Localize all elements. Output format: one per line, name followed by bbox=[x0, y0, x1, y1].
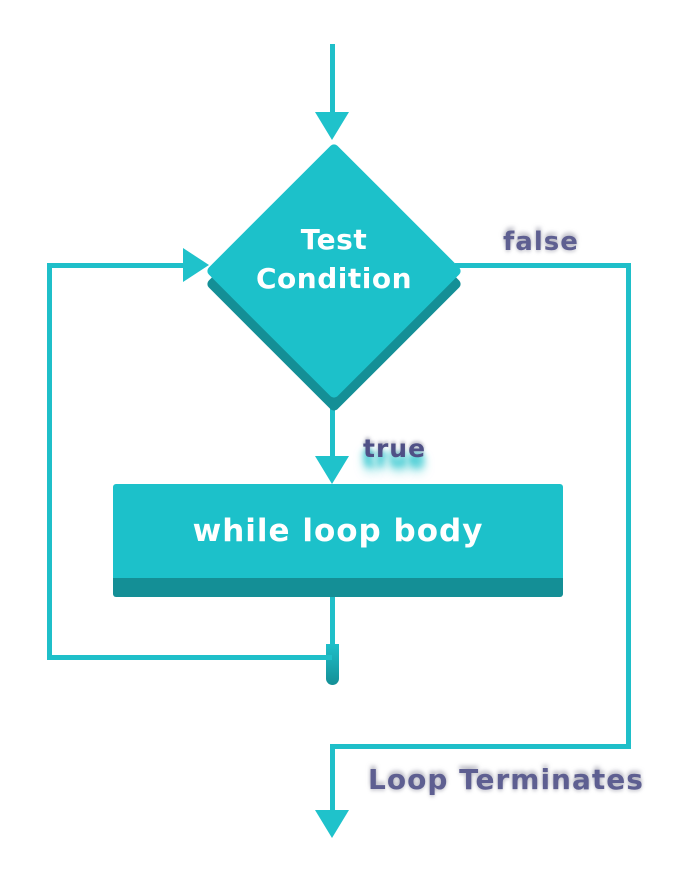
false-edge-horizontal bbox=[455, 263, 631, 268]
true-branch-label: true bbox=[363, 434, 427, 463]
true-arrow-down-icon bbox=[315, 456, 349, 484]
loopback-edge-top bbox=[47, 263, 195, 268]
terminate-edge-vertical bbox=[330, 744, 335, 812]
true-edge-line bbox=[330, 396, 335, 458]
body-exit-edge bbox=[330, 595, 335, 657]
entry-edge-line bbox=[330, 44, 335, 114]
process-rect: while loop body bbox=[113, 484, 563, 597]
terminate-arrow-down-icon bbox=[315, 810, 349, 838]
body-exit-stub bbox=[326, 644, 339, 685]
loop-terminates-label: Loop Terminates bbox=[368, 763, 644, 796]
entry-arrow-down-icon bbox=[315, 112, 349, 140]
false-edge-vertical bbox=[626, 263, 631, 749]
decision-label: Test Condition bbox=[255, 223, 412, 295]
loopback-edge-vertical bbox=[47, 263, 52, 660]
loopback-edge-bottom bbox=[47, 655, 332, 660]
false-branch-label: false bbox=[503, 227, 579, 257]
terminate-edge-horizontal bbox=[330, 744, 631, 749]
process-label: while loop body bbox=[192, 513, 484, 549]
loopback-arrow-right-icon bbox=[183, 248, 209, 282]
